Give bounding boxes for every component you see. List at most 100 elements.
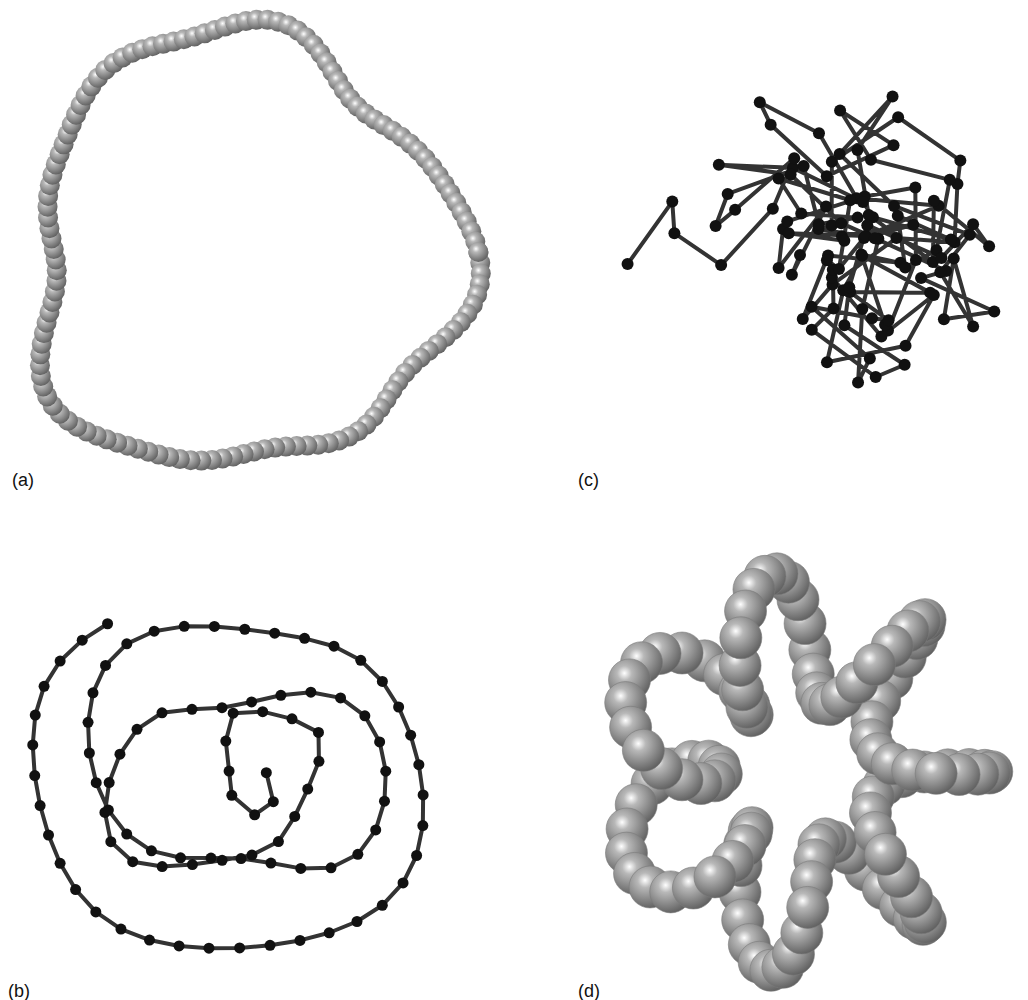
bead — [359, 710, 370, 721]
bead — [144, 935, 155, 946]
bead — [821, 254, 833, 266]
bead — [785, 169, 797, 181]
bead — [948, 253, 960, 265]
bond-path — [628, 97, 995, 383]
bead — [787, 886, 829, 928]
bead — [374, 736, 385, 747]
bead — [179, 621, 190, 632]
bead — [324, 927, 335, 938]
bead — [313, 756, 324, 767]
bead — [157, 861, 168, 872]
bead — [146, 845, 157, 856]
bead — [944, 174, 956, 186]
bead — [114, 749, 125, 760]
bead — [236, 853, 247, 864]
bead — [418, 789, 429, 800]
bead — [127, 856, 138, 867]
bead — [813, 218, 825, 230]
bead — [468, 242, 488, 262]
bead — [869, 232, 881, 244]
bead — [224, 766, 235, 777]
panel-label: (c) — [578, 471, 599, 489]
bead — [70, 884, 81, 895]
bead — [864, 352, 876, 364]
bead — [870, 371, 882, 383]
bead — [915, 752, 957, 794]
bead — [379, 796, 390, 807]
bead — [861, 219, 873, 231]
bead — [806, 301, 818, 313]
bead — [115, 924, 126, 935]
bead — [355, 655, 366, 666]
bead — [967, 321, 979, 333]
bead — [622, 729, 664, 771]
bead — [220, 736, 231, 747]
bond-path — [626, 574, 992, 970]
bead — [326, 862, 337, 873]
bead — [149, 626, 160, 637]
bead — [313, 727, 324, 738]
bead — [187, 859, 198, 870]
bead — [838, 319, 850, 331]
bead — [83, 717, 94, 728]
bead — [417, 820, 428, 831]
bead — [102, 618, 113, 629]
bead — [935, 252, 947, 264]
bead — [380, 766, 391, 777]
bead — [888, 139, 900, 151]
bead — [269, 628, 280, 639]
bead — [863, 209, 875, 221]
bead — [186, 704, 197, 715]
bead — [964, 229, 976, 241]
bead — [84, 747, 95, 758]
bead — [781, 215, 793, 227]
bead — [722, 188, 734, 200]
bead — [983, 240, 995, 252]
bead — [246, 696, 257, 707]
bead — [729, 204, 741, 216]
bead — [843, 281, 855, 293]
bead — [852, 212, 864, 224]
bead — [413, 759, 424, 770]
bead — [234, 942, 245, 953]
bead — [411, 850, 422, 861]
bead — [287, 713, 298, 724]
bead — [265, 858, 276, 869]
bead — [666, 196, 678, 208]
bead — [720, 617, 762, 659]
bead — [938, 313, 950, 325]
bead — [377, 676, 388, 687]
bead — [370, 824, 381, 835]
bead — [352, 849, 363, 860]
bead — [864, 833, 906, 875]
bead — [299, 633, 310, 644]
bead — [295, 863, 306, 874]
bead — [857, 196, 869, 208]
bead — [821, 170, 833, 182]
bead — [468, 242, 488, 262]
bead — [174, 940, 185, 951]
toroid-coil — [605, 553, 1013, 991]
bead — [900, 340, 912, 352]
bead — [90, 906, 101, 917]
bead — [713, 159, 725, 171]
bead — [294, 935, 305, 946]
bead — [393, 702, 404, 713]
bead — [105, 836, 116, 847]
bead — [883, 314, 895, 326]
bead — [851, 144, 863, 156]
bead — [228, 708, 239, 719]
coiled-chain — [27, 618, 428, 953]
bead — [35, 800, 46, 811]
bead — [875, 331, 887, 343]
bead — [43, 830, 54, 841]
bead — [289, 811, 300, 822]
bead — [856, 303, 868, 315]
bead — [899, 262, 911, 274]
bead — [865, 154, 877, 166]
bead — [821, 356, 833, 368]
bead — [767, 203, 779, 215]
bead — [888, 200, 900, 212]
ring-polymer — [30, 10, 491, 471]
bead — [910, 254, 922, 266]
